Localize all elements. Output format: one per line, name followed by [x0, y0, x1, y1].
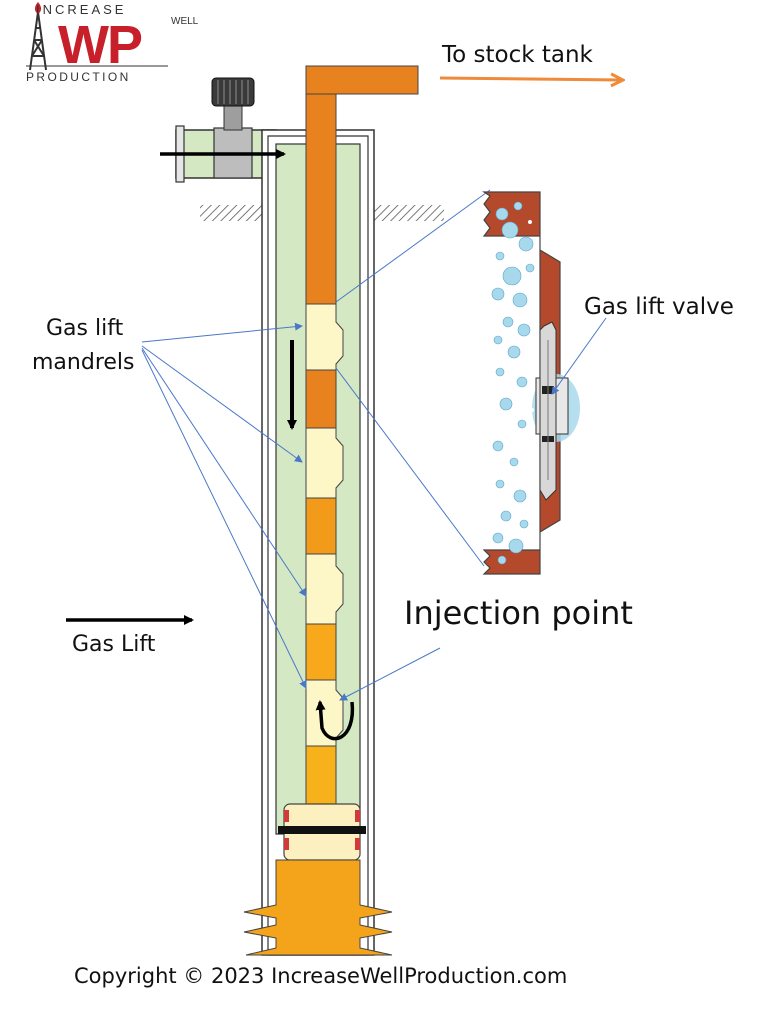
tubing-segment-4	[305, 623, 337, 681]
logo-top-text: INCREASE	[36, 2, 127, 17]
to-stock-tank-label: To stock tank	[442, 42, 593, 68]
mandrel-leader-1	[141, 322, 303, 343]
logo-wordmark: WP	[58, 15, 143, 75]
mandrel-leader-4	[141, 349, 307, 689]
mandrel-1	[305, 303, 344, 371]
packer-seal	[278, 826, 366, 834]
gas-lift-label: Gas Lift	[72, 632, 156, 657]
small-white-bubbles	[490, 220, 538, 542]
valve-stem	[223, 103, 243, 131]
logo-side-text: WELL	[171, 16, 199, 27]
logo-bottom-text: PRODUCTION	[26, 70, 131, 84]
injection-point-leader	[339, 647, 441, 701]
mandrel-leader-3	[141, 347, 307, 597]
mandrel-leader-2	[141, 345, 303, 463]
mandrel-3	[305, 553, 344, 625]
mandrel-2	[305, 427, 344, 499]
tubing-segment-2	[305, 369, 337, 429]
injection-point-label: Injection point	[404, 594, 633, 632]
outflow-line	[305, 65, 419, 95]
bubbles	[491, 201, 535, 565]
zoom-line-top	[335, 189, 491, 303]
mandrel-4	[305, 679, 344, 747]
gas-lift-valve-label: Gas lift valve	[584, 294, 734, 320]
ground-hatch-right	[374, 205, 444, 221]
gas-lift-mandrels-label-line1: Gas lift	[46, 316, 124, 341]
copyright-text: Copyright © 2023 IncreaseWellProduction.…	[74, 964, 568, 988]
gas-lift-valve-leader	[551, 317, 607, 395]
logo-flame-icon	[34, 2, 42, 14]
tubing-segment-3	[305, 497, 337, 555]
valve-detail-panel	[482, 191, 580, 575]
ground-hatch-left	[200, 205, 272, 221]
tubing-upper	[305, 65, 337, 307]
tubing-segment-5	[305, 745, 337, 805]
perforation-zone	[243, 859, 393, 956]
logo-derrick-icon	[29, 11, 47, 71]
gas-lift-mandrels-label-line2: mandrels	[32, 350, 135, 375]
zoom-line-bottom	[335, 367, 485, 567]
to-stock-tank-arrow	[439, 78, 622, 80]
packer-slips	[284, 810, 360, 850]
valve-handwheel	[211, 77, 255, 107]
injection-u-arrow	[315, 700, 355, 741]
